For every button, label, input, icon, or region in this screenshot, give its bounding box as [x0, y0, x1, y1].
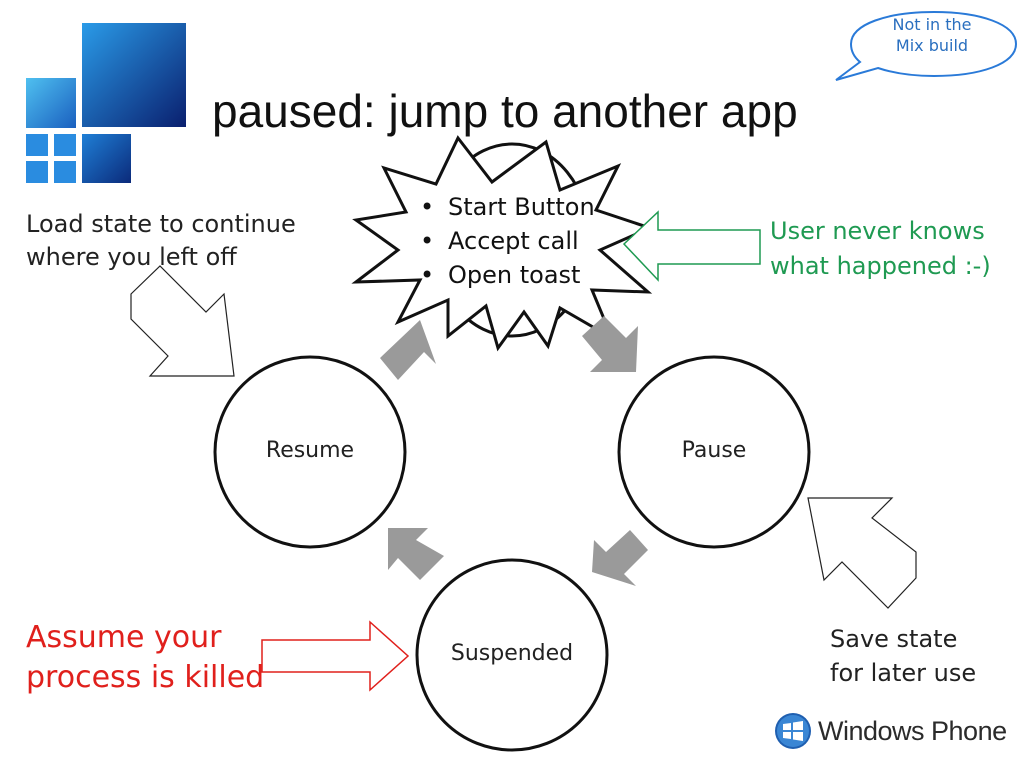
brand-name: Windows Phone	[818, 715, 1007, 746]
windows-phone-brand: Windows Phone	[774, 712, 1007, 750]
burst-list-item: Accept call	[420, 224, 595, 258]
slide-title: paused: jump to another app	[212, 85, 798, 137]
burst-list-item: Start Button	[420, 190, 595, 224]
note-line: for later use	[830, 659, 977, 687]
resume-label: Resume	[265, 438, 355, 463]
windows-flag-icon	[775, 713, 811, 749]
note-line: where you left off	[26, 243, 237, 271]
callout-line: Mix build	[895, 36, 969, 55]
load-state-note: Load state to continue where you left of…	[26, 208, 296, 274]
note-line: User never knows	[770, 217, 985, 245]
pause-label: Pause	[681, 438, 747, 463]
slide-logo-icon	[26, 23, 186, 183]
user-arrow	[622, 210, 761, 282]
cycle-arrow-resume-top	[380, 320, 436, 380]
load-state-arrow	[130, 265, 235, 377]
note-line: Assume your	[26, 620, 222, 655]
burst-list: Start Button Accept call Open toast	[420, 190, 595, 292]
note-line: Save state	[830, 625, 958, 653]
callout-line: Not in the	[892, 15, 972, 34]
suspended-label: Suspended	[450, 641, 574, 666]
note-line: Load state to continue	[26, 210, 296, 238]
cycle-arrows	[380, 316, 648, 586]
note-line: process is killed	[26, 660, 265, 695]
burst-list-item: Open toast	[420, 258, 595, 292]
callout-text: Not in the Mix build	[862, 14, 1002, 56]
save-state-arrow	[807, 497, 917, 609]
user-never-knows-note: User never knows what happened :-)	[770, 214, 991, 284]
note-line: what happened :-)	[770, 252, 991, 280]
assume-arrow	[261, 620, 410, 692]
assume-killed-note: Assume your process is killed	[26, 618, 264, 698]
save-state-note: Save state for later use	[830, 622, 976, 690]
cycle-arrow-suspended-resume	[388, 528, 444, 580]
cycle-arrow-top-pause	[582, 316, 638, 372]
cycle-arrow-pause-suspended	[592, 530, 648, 586]
